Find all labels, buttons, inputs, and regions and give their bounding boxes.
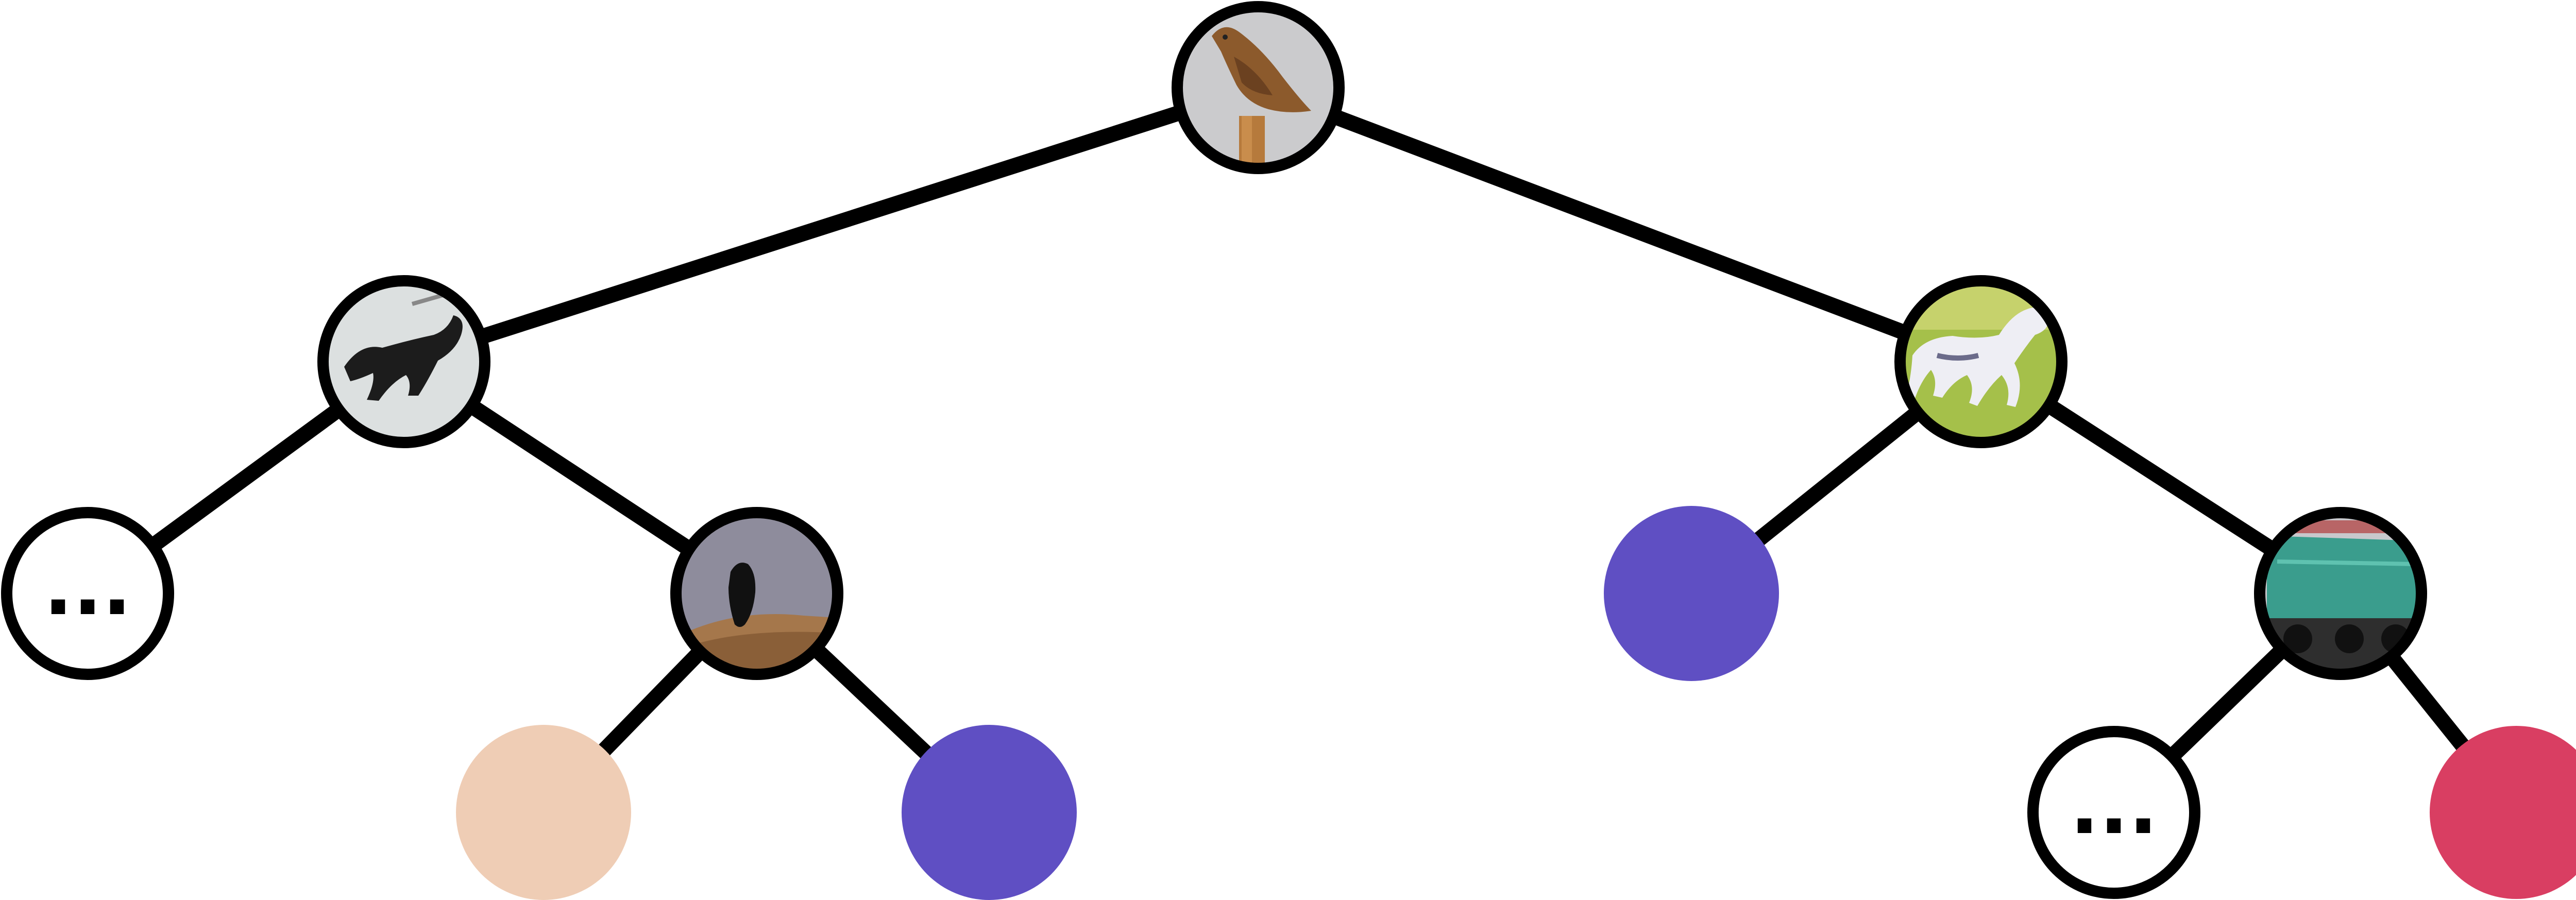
bird-icon — [1212, 27, 1311, 112]
node-left-left: ... — [1, 507, 174, 680]
edge-root-left — [401, 80, 1261, 369]
tree-edges — [83, 80, 2522, 818]
node-root — [1172, 1, 1345, 174]
node-left-right-left — [456, 725, 631, 900]
node-right — [1894, 275, 2067, 448]
purple-class-node — [902, 725, 1077, 900]
node-right-right-right — [2430, 726, 2576, 899]
node-right-right — [2254, 507, 2427, 680]
dog-icon — [344, 315, 463, 401]
node-right-left — [1604, 506, 1779, 681]
node-left-right-right — [902, 725, 1077, 900]
bird-icon — [728, 563, 756, 627]
node-right-right-left: ... — [2027, 726, 2200, 899]
node-left — [317, 275, 490, 448]
purple-class-node — [1604, 506, 1779, 681]
ellipsis-label: ... — [44, 543, 132, 633]
peach-class-node — [456, 725, 631, 900]
truck-icon — [2267, 536, 2421, 621]
red-class-node — [2430, 726, 2576, 899]
edge-root-right — [1255, 80, 1984, 369]
ellipsis-label: ... — [2070, 762, 2158, 852]
